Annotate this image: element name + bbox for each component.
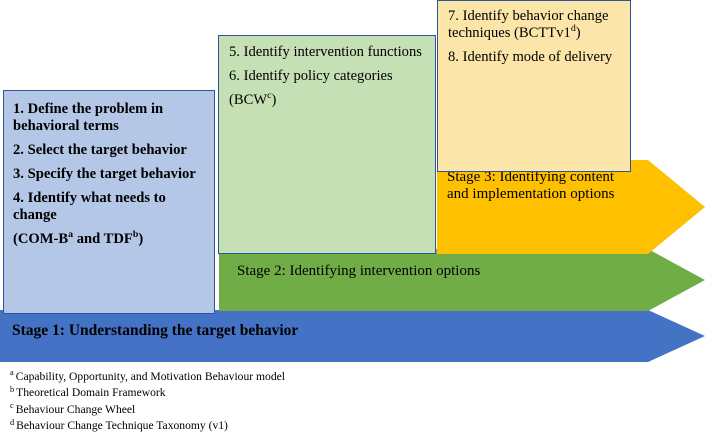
stage-1-step-2: 2. Select the target behavior <box>13 142 187 159</box>
stage-1-step-4: 4. Identify what needs to change <box>13 190 166 224</box>
arrow-stage-3-label: Stage 3: Identifying content and impleme… <box>447 169 615 202</box>
footnote-c-mark: c <box>10 401 14 411</box>
footnote-mark-d: d <box>570 23 576 35</box>
stage-2-step-6: 6. Identify policy categories <box>229 68 393 85</box>
stage-2-frameworks-close: ) <box>271 92 277 109</box>
stage-1-steps-box: 1. Define the problem in behavioral term… <box>3 90 215 314</box>
footnote-mark-b: b <box>132 229 139 241</box>
arrow-stage-1: Stage 1: Understanding the target behavi… <box>0 310 705 362</box>
stage-2-frameworks-open: (BCW <box>229 92 268 109</box>
stage-2-step-5: 5. Identify intervention functions <box>229 44 422 60</box>
stage-3-step-7: 7. Identify behavior change techniques (… <box>448 8 622 42</box>
footnote-b-text: Theoretical Domain Framework <box>16 386 166 400</box>
stage-1-frameworks-mid: and TDF <box>73 231 133 248</box>
footnote-a-mark: a <box>10 368 14 378</box>
stage-1-frameworks-open: (COM-B <box>13 231 69 248</box>
footnote-a-text: Capability, Opportunity, and Motivation … <box>15 370 286 383</box>
arrow-stage-2-shape <box>219 249 705 311</box>
footnote-d-text: Behaviour Change Technique Taxonomy (v1) <box>16 419 228 433</box>
stage-1-step-3: 3. Specify the target behavior <box>13 166 196 183</box>
arrow-stage-1-shape <box>0 310 705 362</box>
footnote-d-mark: d <box>10 417 15 427</box>
footnote-mark-c: c <box>267 90 272 102</box>
arrow-stage-3-shape <box>437 160 705 254</box>
stage-1-frameworks-close: ) <box>138 231 144 248</box>
stage-2-frameworks: (BCWc) <box>229 90 427 109</box>
stage-1-frameworks: (COM-Ba and TDFb) <box>13 229 206 248</box>
arrow-stage-3: Stage 3: Identifying content and impleme… <box>437 160 705 254</box>
stage-3-step-7-text: 7. Identify behavior change techniques (… <box>448 8 609 42</box>
stage-3-step-7-close: ) <box>575 25 581 42</box>
stage-2-steps-box: 5. Identify intervention functions 6. Id… <box>218 35 436 254</box>
arrow-stage-2: Stage 2: Identifying intervention option… <box>219 249 705 311</box>
stage-1-step-1: 1. Define the problem in behavioral term… <box>13 101 164 135</box>
arrow-stage-2-label: Stage 2: Identifying intervention option… <box>237 263 481 279</box>
footnote-c-text: Behaviour Change Wheel <box>15 402 136 416</box>
stage-3-steps-box: 7. Identify behavior change techniques (… <box>437 0 631 172</box>
footnote-b-mark: b <box>10 384 15 394</box>
arrow-stage-1-label: Stage 1: Understanding the target behavi… <box>12 322 299 339</box>
footnote-mark-a: a <box>68 229 74 241</box>
stage-3-step-8: 8. Identify mode of delivery <box>448 49 613 66</box>
